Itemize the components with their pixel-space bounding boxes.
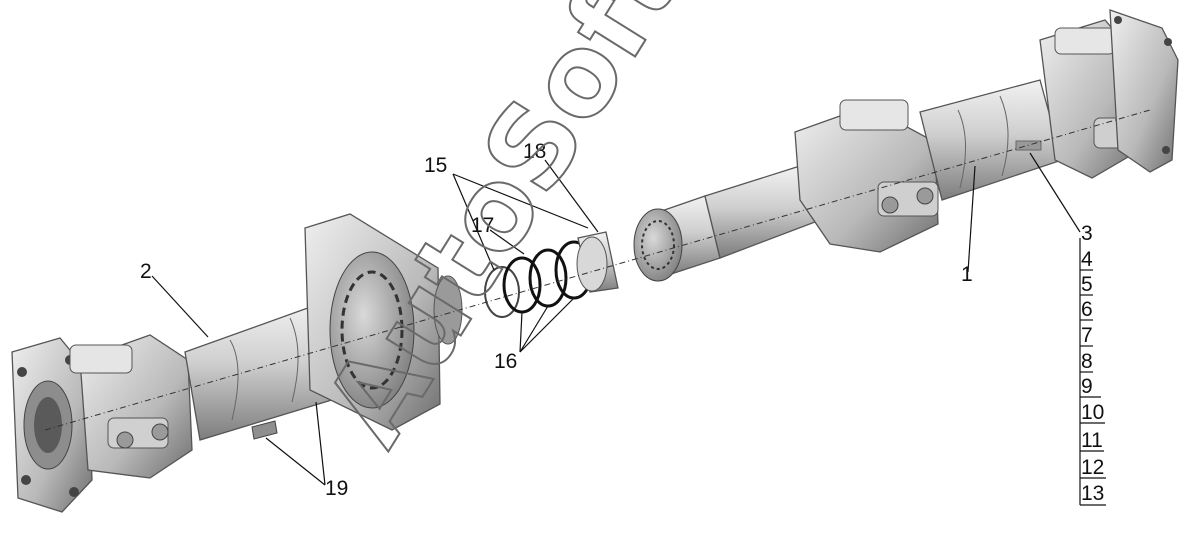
bushing-18: [576, 231, 619, 293]
callout-6: 6: [1081, 298, 1093, 321]
callout-15: 15: [424, 154, 447, 177]
leader-lines: [151, 152, 1106, 506]
shaft-assembly-2: [11, 213, 463, 513]
callout-4: 4: [1081, 248, 1093, 271]
callout-2: 2: [140, 260, 152, 283]
callout-5: 5: [1081, 273, 1093, 296]
callout-7: 7: [1081, 324, 1093, 347]
callout-labels: 1 2 3 4 5 6 7 8 9 10 11 12 13 15 16 17 1…: [140, 140, 1104, 505]
callout-19: 19: [325, 477, 348, 500]
callout-17: 17: [471, 214, 494, 237]
callout-13: 13: [1081, 482, 1104, 505]
shaft-assembly-1: [633, 9, 1179, 282]
callout-3: 3: [1081, 222, 1093, 245]
callout-12: 12: [1081, 456, 1104, 479]
callout-8: 8: [1081, 350, 1093, 373]
plate-19: [251, 420, 278, 440]
callout-11: 11: [1081, 429, 1103, 452]
callout-9: 9: [1081, 375, 1093, 398]
callout-10: 10: [1081, 401, 1104, 424]
callout-1: 1: [961, 263, 973, 286]
shaft-centerline: [44, 109, 1151, 431]
callout-16: 16: [494, 350, 517, 373]
callout-18: 18: [523, 140, 546, 163]
